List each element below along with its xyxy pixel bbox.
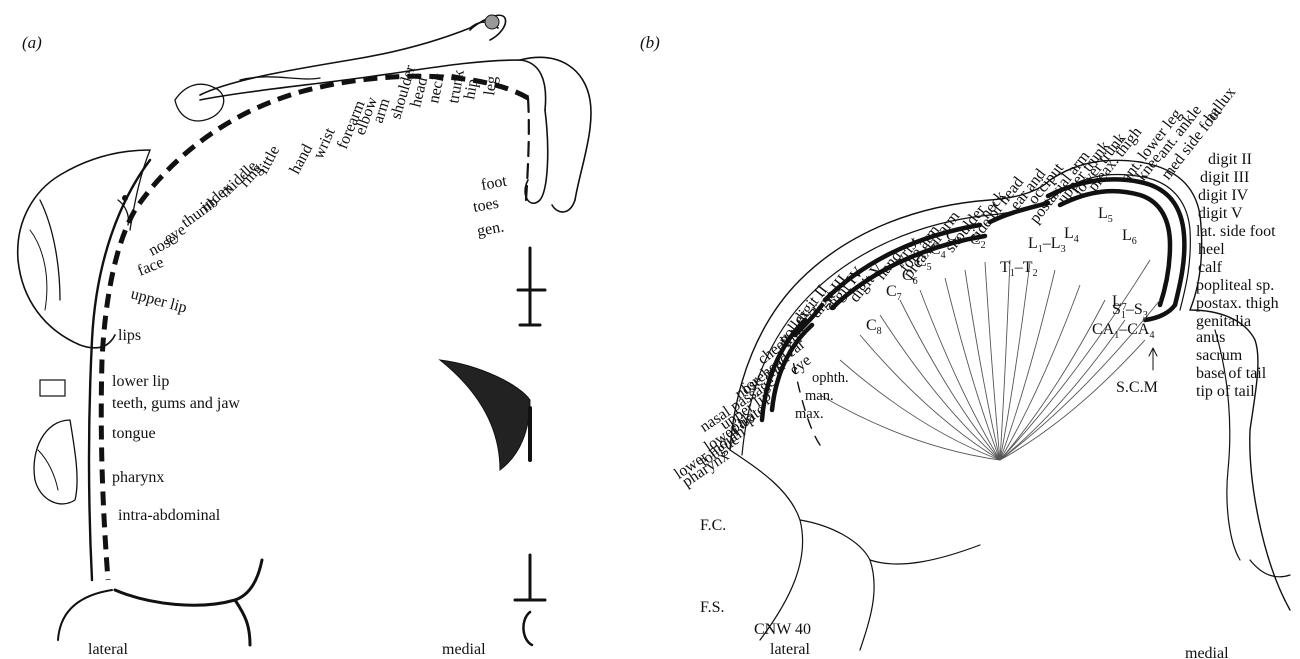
label-lower-lip: lower lip <box>112 373 169 390</box>
label-upper-lip: upper lip <box>129 285 189 316</box>
footer-medial-a: medial <box>442 641 486 658</box>
head-icon <box>485 15 499 29</box>
right-label-b: postax. thigh <box>1196 295 1279 312</box>
footer-lateral-a: lateral <box>88 641 129 658</box>
seg-C7: C7 <box>886 283 902 303</box>
label-gen: gen. <box>476 218 506 239</box>
right-label-b: heel <box>1198 241 1225 258</box>
fibre-line <box>820 395 1000 460</box>
right-label-b: digit II <box>1208 151 1252 168</box>
arc-label-a: hand <box>287 141 317 176</box>
fibre-line <box>985 262 1000 460</box>
fibre-line <box>1000 260 1150 460</box>
label-intra-abdominal: intra-abdominal <box>118 507 221 524</box>
footer-medial-b: medial <box>1185 645 1229 659</box>
label-fs: F.S. <box>700 599 725 616</box>
seg-C8: C8 <box>866 317 882 337</box>
right-label-b: calf <box>1198 259 1223 276</box>
segment-labels: L5 L6 L4 L1–L3 T1–T2 C2 C3 C4 C5 C6 C7 C… <box>866 205 1154 341</box>
label-tongue: tongue <box>112 425 156 442</box>
seg-L4: L4 <box>1064 225 1079 245</box>
label-man: man. <box>805 388 834 404</box>
label-teeth: teeth, gums and jaw <box>112 395 240 412</box>
seg-L1L3: L1–L3 <box>1028 235 1066 255</box>
fibre-line <box>880 315 1000 460</box>
right-label-b: genitalia <box>1196 313 1251 330</box>
arc-label-a: leg <box>481 75 501 97</box>
label-cnw: CNW 40 <box>754 621 811 638</box>
label-fc: F.C. <box>700 517 726 534</box>
panel-b-tag: (b) <box>640 33 660 52</box>
label-max: max. <box>795 406 824 422</box>
right-label-b: tip of tail <box>1196 383 1255 400</box>
upper-label-a: face <box>135 254 166 280</box>
fibre-line <box>900 300 1000 460</box>
fibre-line <box>945 278 1000 460</box>
label-lips: lips <box>118 327 141 344</box>
panel-a-tag: (a) <box>22 33 42 52</box>
seg-S1S3: S1–S3 <box>1112 301 1148 321</box>
footer-lateral-b: lateral <box>770 641 811 658</box>
label-toes: toes <box>472 195 500 216</box>
label-ophth: ophth. <box>812 370 849 386</box>
right-label-b: digit III <box>1200 169 1249 186</box>
seg-L6: L6 <box>1122 227 1137 247</box>
label-scm: S.C.M <box>1116 379 1158 396</box>
arc-label-a: hip <box>461 78 481 101</box>
panel-a: (a) <box>18 15 591 658</box>
fibre-line <box>1000 262 1030 460</box>
label-pharynx: pharynx <box>112 469 164 486</box>
right-label-b: sacrum <box>1196 347 1243 364</box>
right-label-b: lat. side foot <box>1196 223 1276 240</box>
seg-CA: CA1–CA4 <box>1092 321 1154 341</box>
right-label-b: digit IV <box>1198 187 1249 204</box>
right-label-b: digit V <box>1198 205 1243 222</box>
right-label-b: base of tail <box>1196 365 1267 382</box>
fibre-line <box>920 290 1000 460</box>
fibre-line <box>1000 285 1080 460</box>
seg-L5: L5 <box>1098 205 1113 225</box>
seg-T1T2: T1–T2 <box>1000 259 1038 279</box>
right-label-b: popliteal sp. <box>1196 277 1274 294</box>
fibre-line <box>840 360 1000 460</box>
right-label-b: anus <box>1196 329 1225 346</box>
label-foot: foot <box>480 173 509 194</box>
